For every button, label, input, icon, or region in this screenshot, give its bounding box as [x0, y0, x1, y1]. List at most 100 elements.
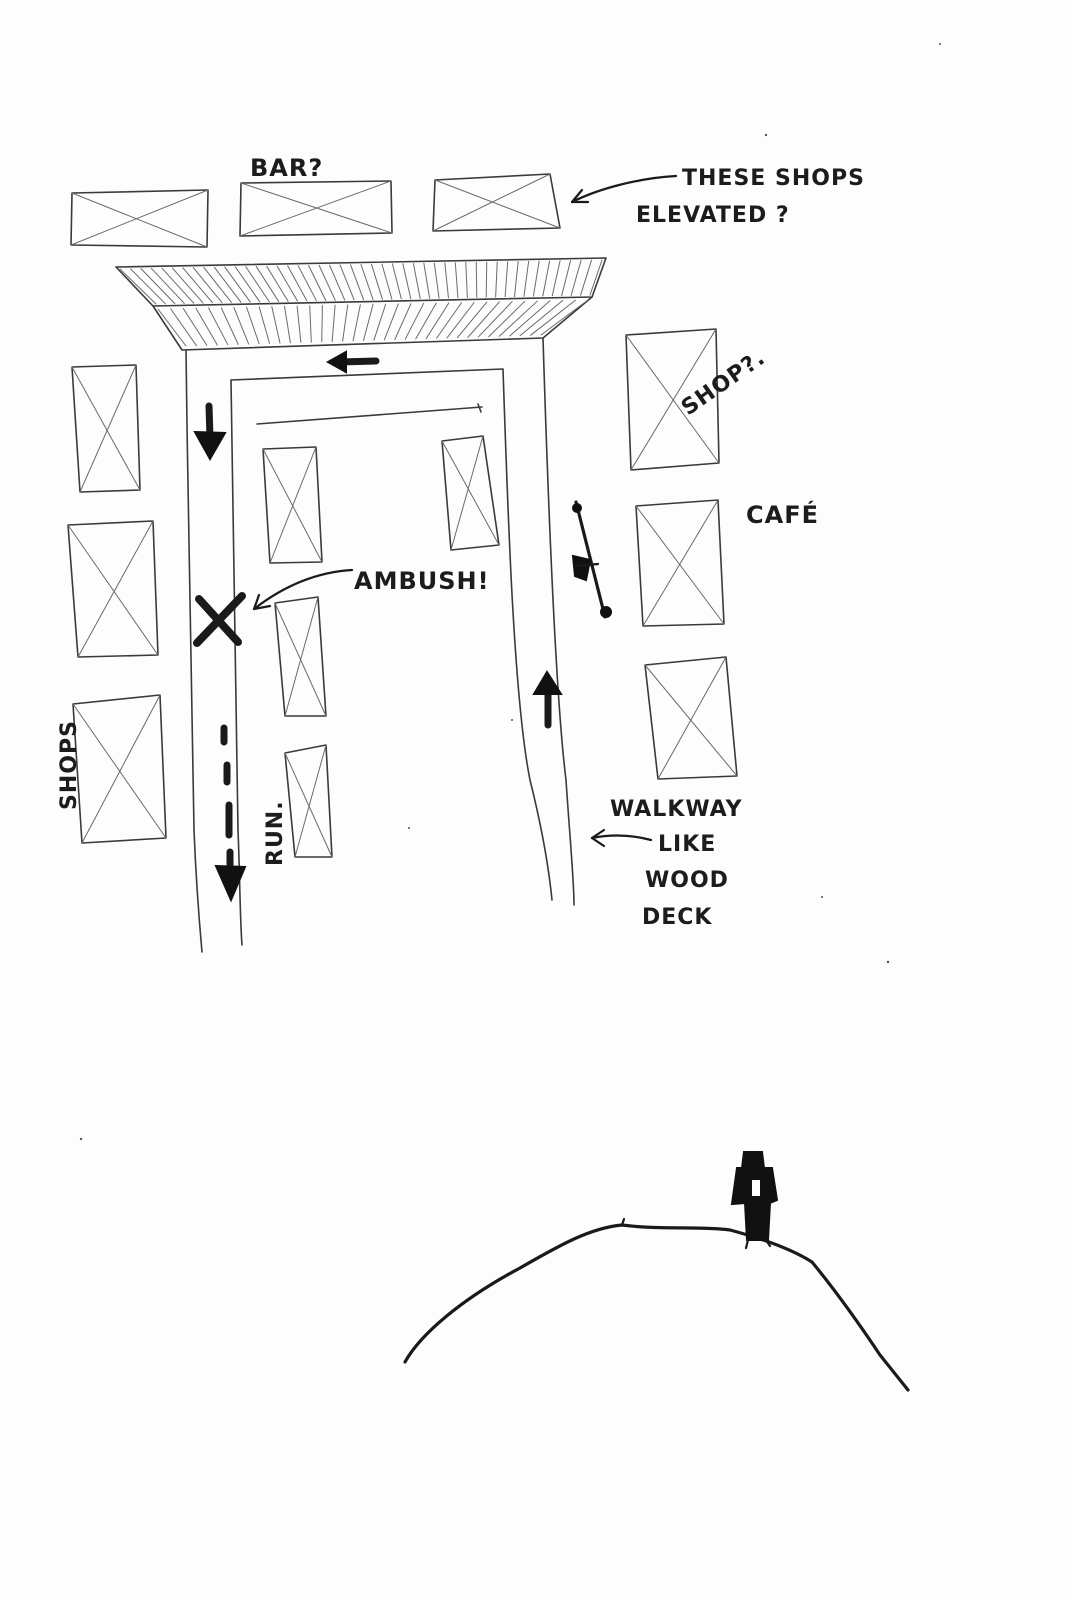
building-shop [625, 328, 720, 471]
hatch-stroke [444, 262, 449, 299]
hatch-stroke [467, 301, 500, 338]
building-shops [72, 694, 167, 844]
arrow-down-icon [193, 402, 227, 462]
hatch-stroke [383, 303, 399, 341]
hatch-stroke [192, 267, 223, 304]
walkway-pointer-arrow [590, 828, 653, 848]
hatch-stroke [425, 302, 450, 340]
hatch-stroke [308, 264, 327, 301]
hatch-stroke [296, 305, 302, 343]
paper-specks [79, 43, 941, 1141]
hatch-stroke [234, 266, 261, 303]
building-inner-3 [274, 596, 327, 717]
elevated-deck [115, 257, 607, 351]
hatch-stroke [203, 266, 232, 303]
roads [185, 337, 575, 953]
building-top-1 [70, 189, 209, 248]
hatch-stroke [495, 261, 498, 298]
hatch-stroke [446, 301, 475, 339]
hatch-stroke [433, 262, 440, 299]
left-buildings [67, 364, 167, 844]
labels: BAR? THESE SHOPS ELEVATED ? SHOP?. CAFÉ … [57, 154, 865, 930]
label-shops: SHOPS [57, 720, 82, 810]
hatch-stroke [287, 265, 308, 302]
hatch-stroke [297, 265, 317, 302]
hatch-stroke [182, 267, 214, 304]
hatch-stroke [352, 304, 361, 342]
hatch-stroke [220, 307, 239, 345]
right-buildings [625, 328, 738, 780]
hatch-stroke [363, 304, 374, 341]
building-bar [239, 180, 393, 237]
hatch-stroke [412, 263, 421, 300]
hatch-stroke [360, 264, 374, 300]
label-walkway-line3: WOOD [645, 868, 729, 893]
hatch-stroke [370, 263, 383, 300]
label-elevated-line1: THESE SHOPS [682, 166, 865, 191]
building-left-2 [67, 520, 159, 658]
building-cafe [635, 499, 725, 627]
hatch-stroke [208, 307, 229, 346]
arrow-up-icon [532, 670, 563, 729]
label-walkway-line4: DECK [642, 905, 712, 930]
deck-hatching [119, 259, 603, 347]
hatch-stroke [551, 260, 561, 297]
hatch-stroke [402, 263, 412, 300]
hatch-stroke [283, 305, 291, 344]
label-shop: SHOP?. [677, 345, 770, 421]
hatch-stroke [436, 302, 463, 339]
hatch-stroke [129, 268, 166, 305]
hatch-stroke [561, 260, 572, 297]
hatch-stroke [394, 303, 412, 341]
hatch-stroke [213, 266, 242, 303]
hatch-stroke [415, 302, 437, 340]
run-arrow-icon [214, 724, 247, 903]
hatch-stroke [488, 300, 526, 338]
arrow-left-icon [325, 350, 380, 374]
hatch-stroke [255, 265, 280, 302]
label-ambush: AMBUSH! [354, 567, 490, 595]
hatch-stroke [477, 301, 513, 338]
hill-outline [403, 1223, 910, 1392]
hatch-stroke [423, 262, 431, 299]
hatch-stroke [504, 261, 509, 298]
hatch-stroke [342, 304, 349, 342]
hatch-stroke [119, 268, 157, 305]
hatch-stroke [485, 261, 488, 298]
road-inner-edge [230, 368, 553, 901]
building-top-3 [432, 173, 561, 232]
hatch-stroke [329, 264, 346, 301]
hatch-stroke [580, 259, 593, 296]
hatch-stroke [195, 307, 218, 346]
hatch-stroke [233, 306, 250, 345]
hatch-stroke [373, 303, 387, 341]
standing-figure-icon [730, 1151, 779, 1250]
hatch-stroke [258, 306, 271, 344]
hatch-stroke [321, 305, 323, 343]
hatch-stroke [140, 268, 176, 305]
label-walkway-line2: LIKE [658, 832, 716, 857]
hatch-stroke [171, 267, 204, 304]
inner-buildings [262, 435, 500, 858]
hatch-stroke [570, 259, 582, 296]
hatch-stroke [350, 264, 365, 301]
label-elevated-line2: ELEVATED ? [636, 203, 790, 228]
hatch-stroke [381, 263, 393, 300]
hatch-stroke [276, 265, 299, 302]
hatch-stroke [540, 299, 589, 336]
hatch-stroke [454, 262, 459, 299]
hatch-stroke [530, 299, 576, 336]
ambush-pointer-arrow [252, 568, 354, 611]
hatch-stroke [519, 300, 564, 337]
building-inner-4 [284, 744, 333, 858]
top-buildings [70, 173, 561, 248]
hatch-stroke [532, 260, 540, 297]
hatch-stroke [514, 261, 519, 298]
hill-sketch [403, 1151, 910, 1392]
ambush-marker-icon [193, 592, 246, 647]
hatch-stroke [331, 304, 336, 342]
hatch-stroke [542, 260, 551, 297]
hatch-stroke [589, 259, 603, 296]
hatch-stroke [182, 307, 208, 346]
